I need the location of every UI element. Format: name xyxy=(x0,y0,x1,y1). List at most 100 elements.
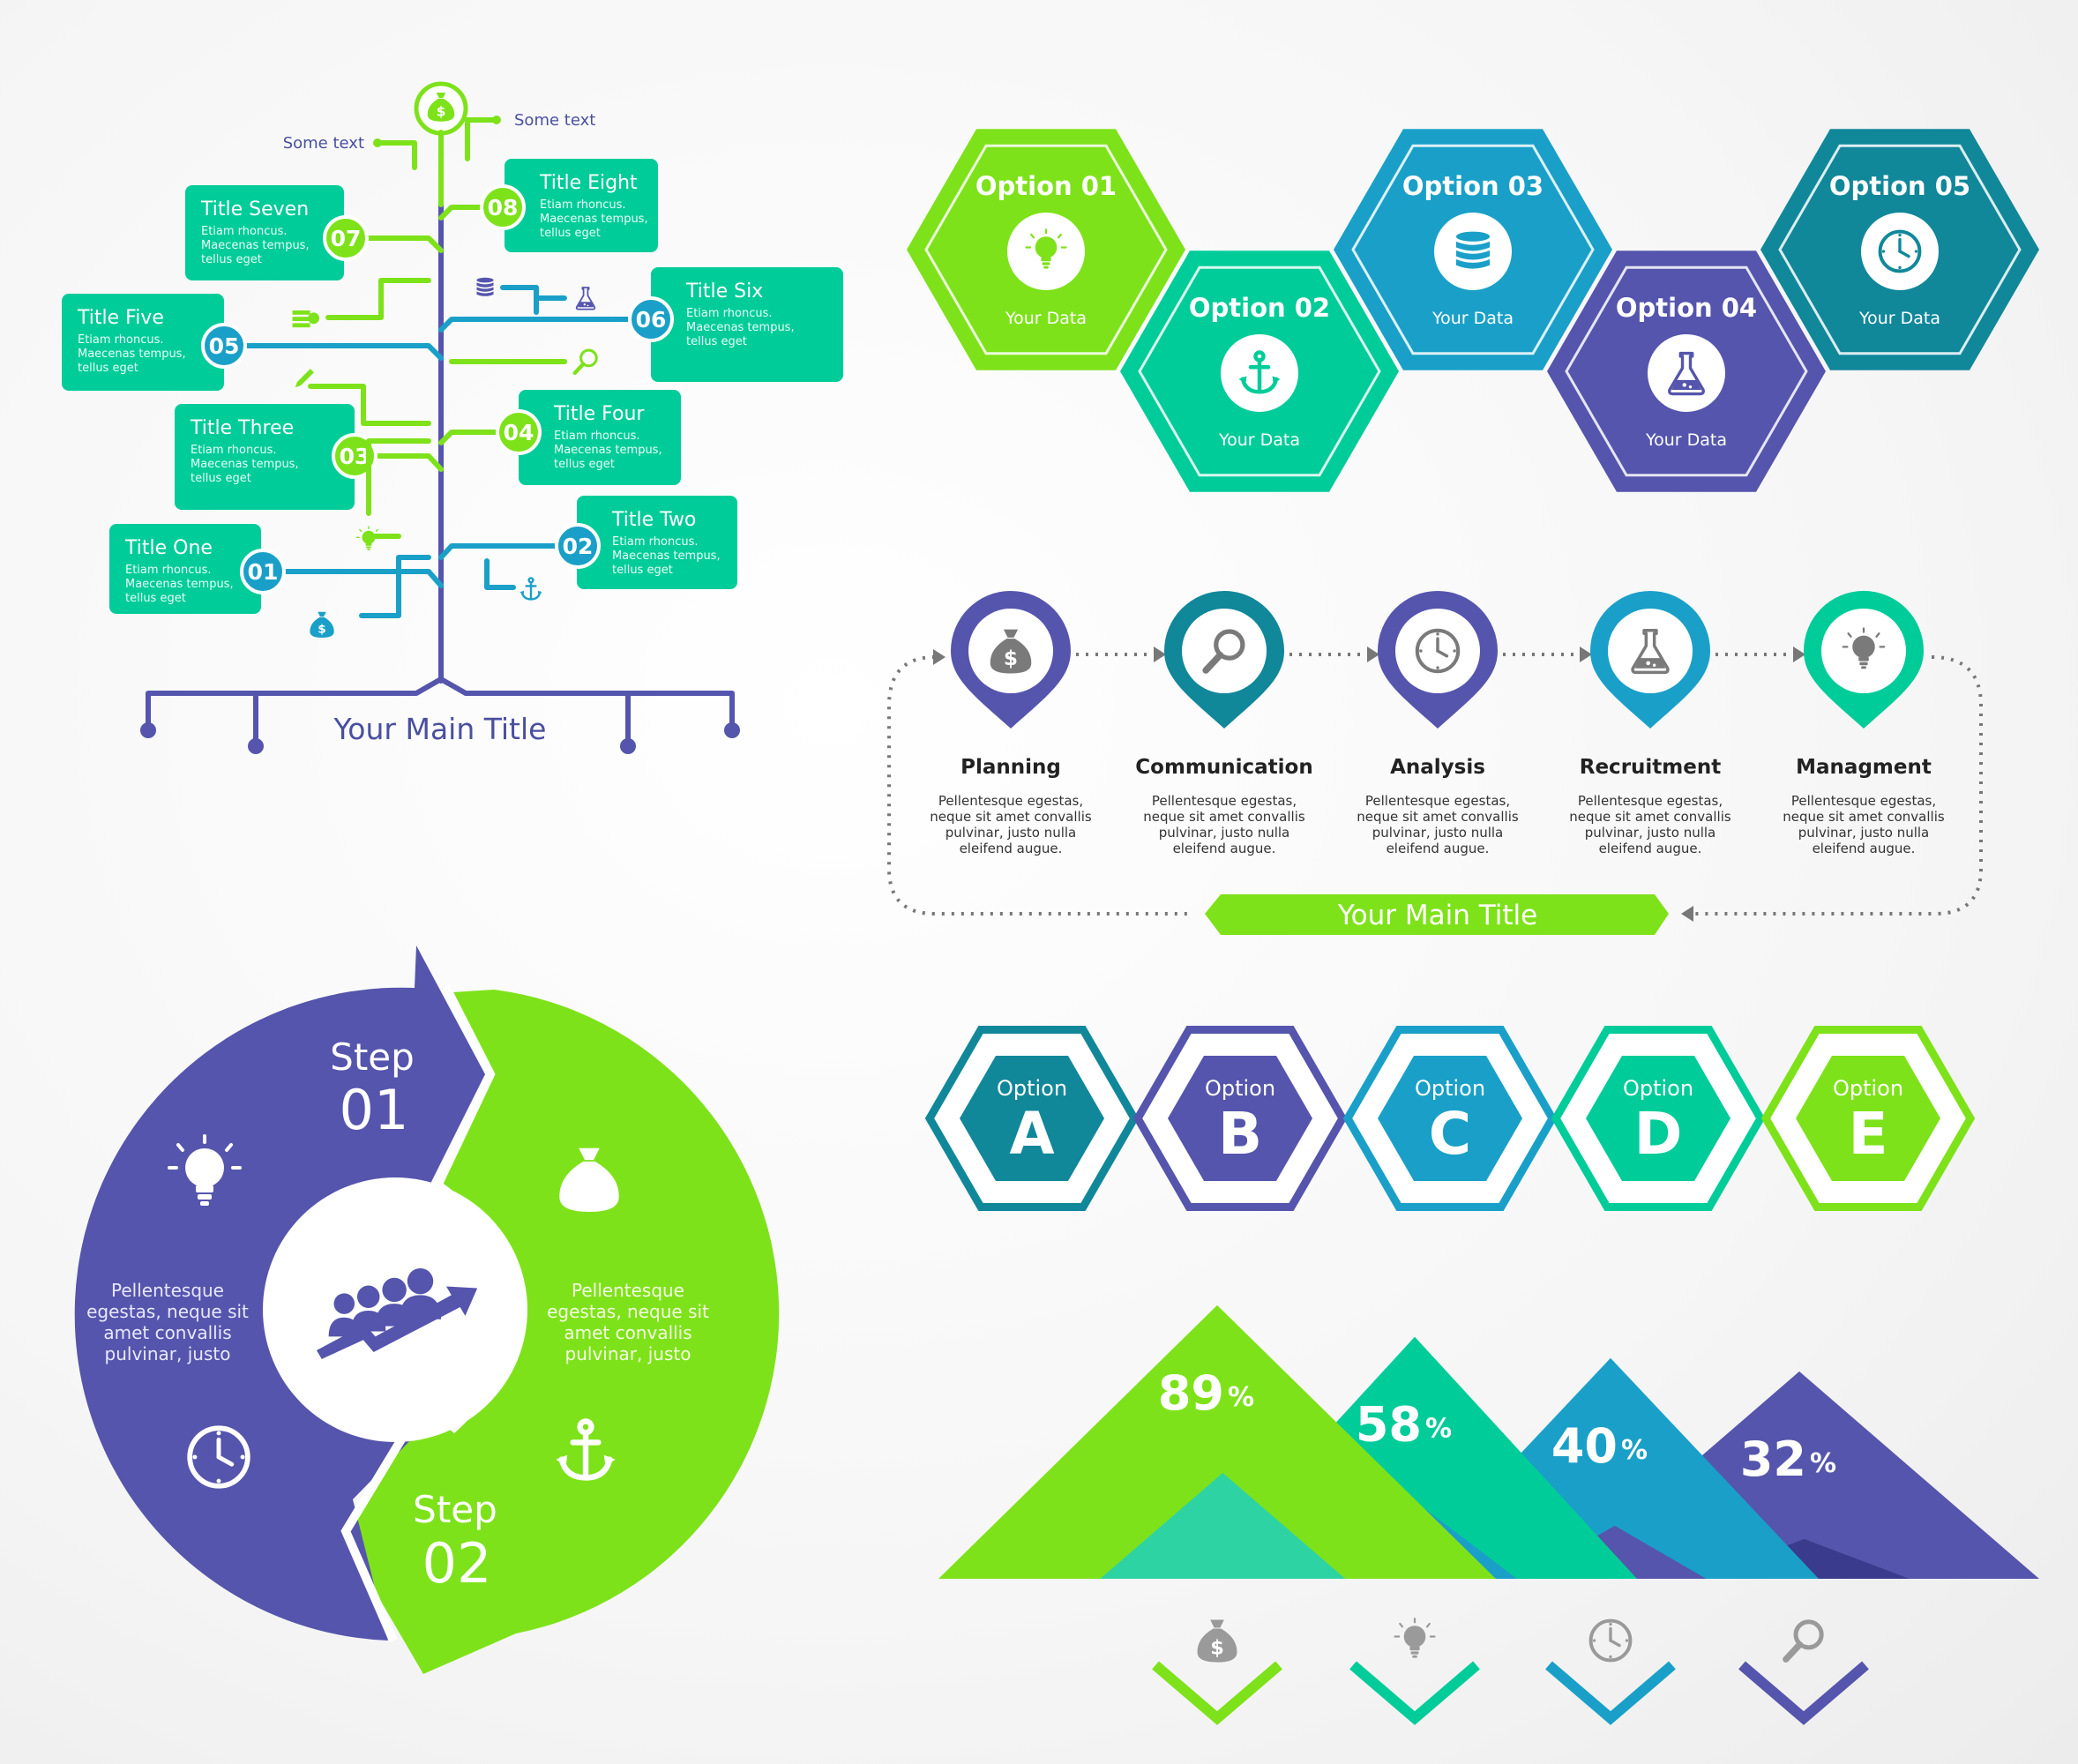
tree-item-body: tellus eget xyxy=(78,362,138,375)
tree-branch xyxy=(366,438,431,516)
process-main-title: Your Main Title xyxy=(1337,900,1537,931)
tree-item-body: Maecenas tempus, xyxy=(612,549,721,563)
tree-item-number: 06 xyxy=(636,307,667,333)
magnifier-icon xyxy=(575,350,596,373)
abc-option-letter: B xyxy=(1218,1100,1262,1168)
tree-item-box xyxy=(651,267,843,382)
tree-branch xyxy=(359,555,431,618)
arrowhead xyxy=(1154,647,1166,662)
process-step-body: Pellentesque egestas, xyxy=(1578,793,1723,809)
process-step-body: eleifend augue. xyxy=(1173,841,1276,856)
abc-hex-outline xyxy=(1132,1026,1348,1211)
magnifier-icon xyxy=(1786,1622,1821,1660)
cycle-green-arrow xyxy=(340,990,780,1674)
lightbulb-icon xyxy=(1394,1618,1436,1659)
tree-branch-06 xyxy=(438,317,636,333)
hex-option-outline xyxy=(1138,265,1381,477)
process-step-body: Pellentesque egestas, xyxy=(1791,793,1936,809)
process-step-body: eleifend augue. xyxy=(1599,841,1702,856)
peak-1: 89% xyxy=(938,1304,1496,1725)
tree-item-badge xyxy=(555,523,601,569)
process-step-title: Recruitment xyxy=(1580,756,1721,779)
abc-option-letter: C xyxy=(1429,1100,1471,1168)
tree-branch-03 xyxy=(370,453,444,472)
tree-item-body: Etiam rhoncus. xyxy=(78,333,164,347)
tree-branch xyxy=(500,285,539,315)
tree-branch-05 xyxy=(239,343,444,361)
tree-item-number: 04 xyxy=(504,420,534,445)
process-step-body: pulvinar, justo nulla xyxy=(946,825,1077,841)
arrowhead xyxy=(1681,906,1693,922)
cycle-right-text: Pellentesque xyxy=(572,1280,684,1301)
tree-item-body: Maecenas tempus, xyxy=(540,213,648,226)
abc-option-label: Option xyxy=(1833,1076,1903,1101)
hex-option-icon-circle xyxy=(1434,213,1512,290)
tree-base-node xyxy=(248,738,264,754)
peak-chevron xyxy=(1545,1661,1676,1725)
tree-item-number: 01 xyxy=(248,559,279,585)
tree-item-badge xyxy=(628,296,674,342)
peak-chevron xyxy=(1152,1661,1282,1725)
cycle-separator xyxy=(340,1403,426,1642)
tree-node xyxy=(373,138,382,147)
abc-option-label: Option xyxy=(1415,1076,1485,1101)
tree-item-body: Etiam rhoncus. xyxy=(191,444,277,457)
peak-unit: % xyxy=(1810,1448,1836,1479)
hex-option-title: Option 05 xyxy=(1829,171,1970,201)
process-step-body: neque sit amet convallis xyxy=(1569,809,1731,825)
tree-item-box xyxy=(519,390,681,485)
tree-branch xyxy=(377,140,417,170)
abc-option-label: Option xyxy=(997,1076,1067,1101)
cycle-right-text: egestas, neque sit xyxy=(547,1301,709,1322)
money-bag-icon xyxy=(1197,1619,1237,1663)
tree-item-badge xyxy=(480,184,526,230)
tree-item-body: Maecenas tempus, xyxy=(125,578,234,591)
tree-item-body: Etiam rhoncus. xyxy=(540,198,626,212)
tree-branch xyxy=(465,117,497,161)
tree-item-box xyxy=(505,159,658,252)
tree-item-body: tellus eget xyxy=(191,472,251,485)
tree-item-badge xyxy=(201,323,247,369)
peak-shape xyxy=(938,1304,1496,1579)
hex-option-subtitle: Your Data xyxy=(1645,430,1727,450)
abc-hex-outline xyxy=(1551,1026,1766,1211)
abc-hex-outline xyxy=(924,1026,1140,1211)
cycle-separator xyxy=(419,983,496,1218)
process-step-body: eleifend augue. xyxy=(1387,841,1490,856)
tree-main-title: Your Main Title xyxy=(333,712,547,746)
hex-option-outline xyxy=(1565,265,1808,477)
hex-option-title: Option 01 xyxy=(975,171,1117,201)
tree-item-number: 03 xyxy=(340,444,370,469)
tree-item-body: Maecenas tempus, xyxy=(201,239,310,252)
cycle-left-text: egestas, neque sit xyxy=(86,1301,249,1322)
arrowhead xyxy=(1367,647,1379,662)
tree-item-body: tellus eget xyxy=(125,592,186,605)
arrowhead xyxy=(1793,647,1805,662)
tree-item-body: Maecenas tempus, xyxy=(554,444,662,457)
tree-item-number: 08 xyxy=(488,195,519,220)
step2-number: 02 xyxy=(422,1531,492,1596)
tree-branch-01 xyxy=(278,569,444,588)
side-text-right: Some text xyxy=(514,111,595,130)
tree-item-body: tellus eget xyxy=(612,564,673,577)
tree-item-body: tellus eget xyxy=(686,335,747,348)
step2-label: Step xyxy=(413,1488,497,1531)
flask-icon xyxy=(575,287,596,310)
cycle-left-text: Pellentesque xyxy=(111,1280,224,1301)
abc-hex-inner xyxy=(960,1056,1104,1181)
process-step-body: eleifend augue. xyxy=(1813,841,1916,856)
hex-option-title: Option 02 xyxy=(1189,293,1330,323)
peak-value: 89 xyxy=(1158,1365,1224,1421)
tree-item-body: tellus eget xyxy=(554,458,615,471)
